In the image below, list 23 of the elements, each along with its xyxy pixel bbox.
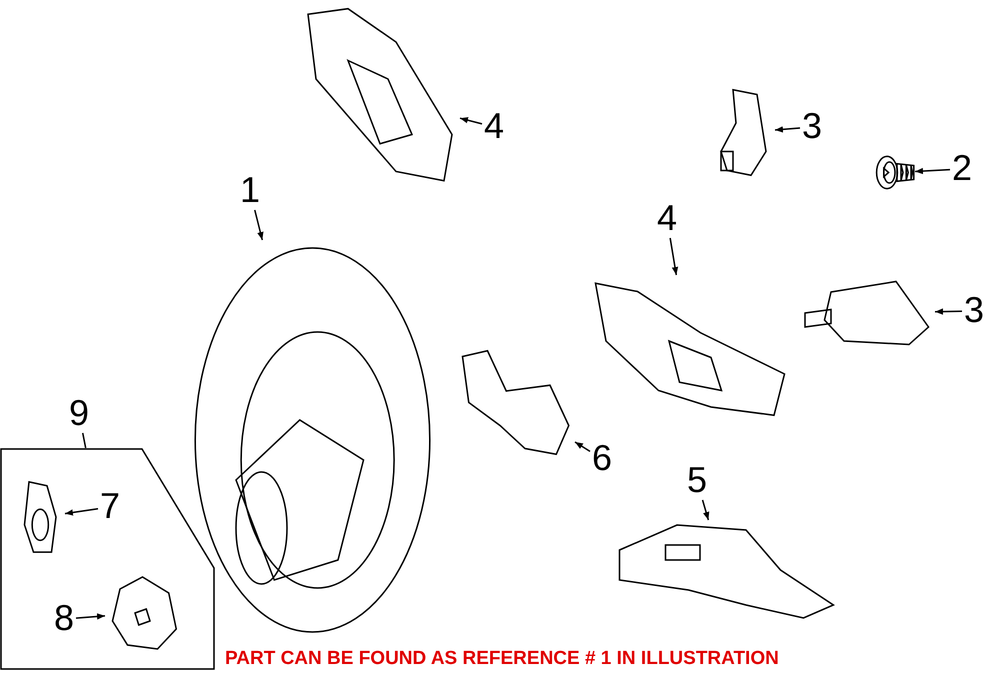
callout-number: 3 (962, 292, 986, 330)
leader-line (914, 168, 950, 174)
callout-number: 7 (98, 488, 122, 526)
leader-line (64, 508, 98, 516)
leader-line (82, 432, 86, 448)
callout-number: 1 (238, 172, 262, 210)
callout-number: 4 (482, 108, 506, 146)
leader-line (574, 441, 590, 452)
callout-number: 5 (685, 462, 709, 500)
leader-line (460, 117, 482, 125)
leader-line (669, 238, 678, 276)
reference-note: PART CAN BE FOUND AS REFERENCE # 1 IN ILLUSTRATION (225, 648, 779, 670)
leader-line (702, 500, 710, 520)
callout-number: 6 (590, 440, 614, 478)
callout-number: 2 (950, 150, 974, 188)
callout-number: 8 (52, 600, 76, 638)
leader-line (76, 613, 106, 620)
leader-line (774, 126, 800, 133)
callout-number: 9 (67, 395, 91, 433)
leader-line (934, 308, 962, 315)
callout-number: 4 (655, 200, 679, 238)
callout-number: 3 (800, 108, 824, 146)
leader-line (254, 210, 264, 240)
